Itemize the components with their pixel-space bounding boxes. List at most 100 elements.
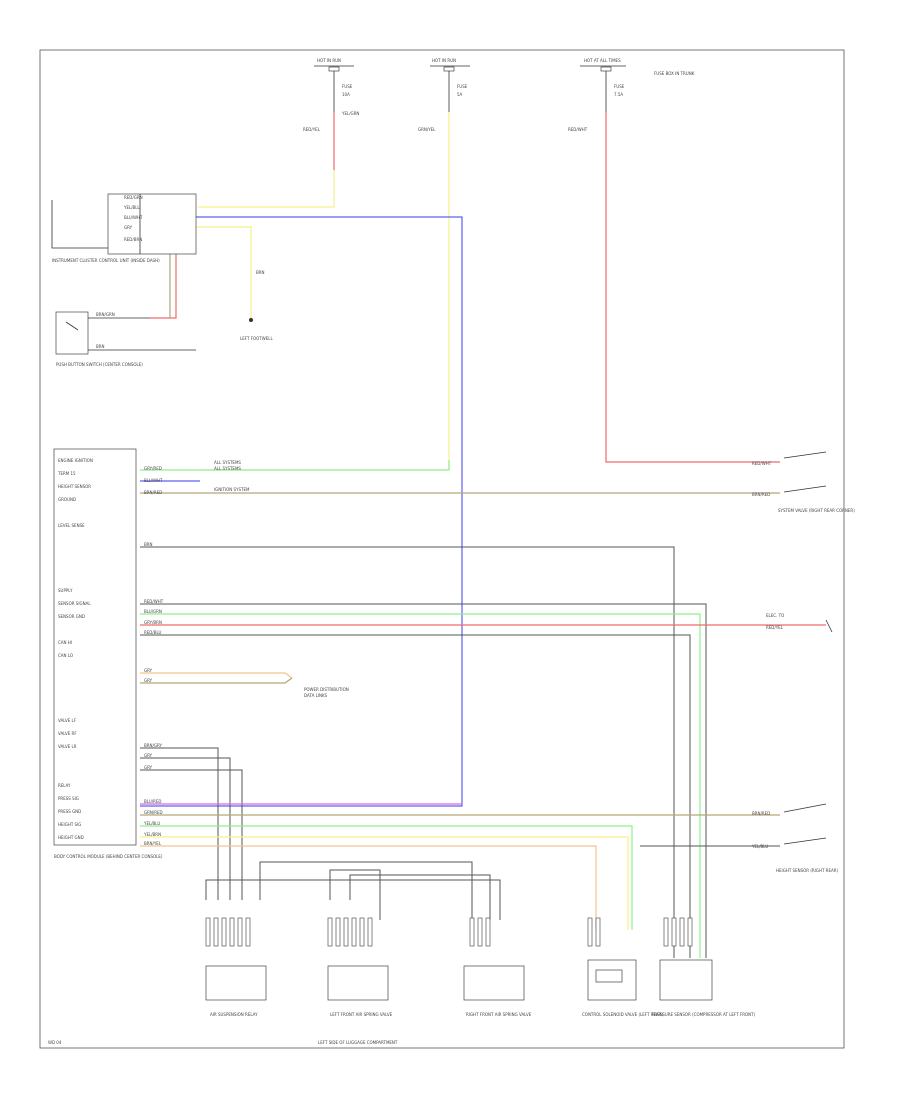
svg-text:HOT AT ALL TIMES: HOT AT ALL TIMES — [584, 58, 621, 63]
module-pin-label: VALVE RF — [58, 731, 77, 736]
right-bottom-component: BRN/RED YEL/BLU HEIGHT SENSOR (RIGHT REA… — [751, 803, 838, 873]
connector-pin — [229, 917, 235, 947]
svg-text:ELEC. TO: ELEC. TO — [766, 613, 784, 618]
wire-gray-1 — [140, 546, 675, 958]
svg-text:BLU/WHT: BLU/WHT — [144, 478, 163, 483]
wire-runs — [120, 112, 826, 958]
control-unit: RED/GRN YEL/BLU BLU/WHT GRY RED/BRN INST… — [51, 193, 197, 263]
svg-text:7.5A: 7.5A — [614, 92, 623, 97]
connector-pin — [343, 917, 349, 947]
svg-text:PRESSURE SENSOR (COMPRESSOR AT: PRESSURE SENSOR (COMPRESSOR AT LEFT FRON… — [652, 1012, 756, 1017]
control-module: ENGINE IGNITION TERM 15 HEIGHT SENSOR GROUN… — [53, 448, 164, 859]
wire-can-2 — [140, 677, 293, 684]
svg-text:GRN/RED: GRN/RED — [144, 810, 163, 815]
svg-text:YEL/BRN: YEL/BRN — [143, 832, 161, 837]
svg-text:LEFT FRONT AIR SPRING VALVE: LEFT FRONT AIR SPRING VALVE — [330, 1012, 393, 1017]
module-pin-label: CAN HI — [58, 640, 72, 645]
connector-pin — [335, 917, 341, 947]
component-lf-valve: LEFT FRONT AIR SPRING VALVE — [327, 965, 393, 1017]
ref-d: POWER DISTRIBUTION — [304, 687, 349, 692]
right-top-component: RED/WHT BRN/RED SYSTEM VALVE (RIGHT REAR… — [752, 451, 855, 513]
svg-text:YEL/BLU: YEL/BLU — [123, 205, 140, 210]
svg-text:BRN: BRN — [96, 344, 105, 349]
wire-valve-2 — [140, 757, 231, 900]
svg-text:HOT IN RUN: HOT IN RUN — [317, 58, 341, 63]
wire-relay-bundle-2 — [259, 861, 473, 920]
diagram-frame — [39, 49, 845, 1049]
wire-relay-bundle-1 — [205, 879, 501, 920]
module-pin-label: TERM 15 — [57, 471, 76, 476]
svg-text:RED/BLU: RED/BLU — [144, 630, 162, 635]
svg-text:YEL/BLU: YEL/BLU — [143, 821, 160, 826]
connector-pin — [351, 917, 357, 947]
svg-text:GRY: GRY — [144, 753, 153, 758]
svg-text:BLU/GRN: BLU/GRN — [144, 609, 162, 614]
svg-text:BLU/RED: BLU/RED — [144, 799, 161, 804]
module-pin-label: GROUND — [58, 497, 76, 502]
wire-valve-3 — [140, 769, 243, 900]
svg-text:LEFT FOOTWELL: LEFT FOOTWELL — [240, 336, 273, 341]
svg-text:YEL/BLU: YEL/BLU — [751, 844, 768, 849]
module-pin-label: PRESS SIG — [58, 796, 79, 801]
svg-text:BRN/YEL: BRN/YEL — [144, 841, 162, 846]
svg-text:INSTRUMENT CLUSTER CONTROL UNI: INSTRUMENT CLUSTER CONTROL UNIT (INSIDE … — [52, 258, 160, 263]
ground-left-footwell: BRN LEFT FOOTWELL — [240, 270, 273, 341]
svg-text:FUSE: FUSE — [457, 84, 468, 89]
connector-pin — [587, 917, 593, 947]
connector-pin — [205, 917, 211, 947]
connector-pin — [671, 917, 677, 947]
connector-pin — [221, 917, 227, 947]
wire-blue-run — [120, 216, 463, 807]
svg-text:GRY/RED: GRY/RED — [144, 466, 162, 471]
push-button-switch: BRN/GRN BRN PUSH BUTTON SWITCH (CENTER C… — [55, 311, 196, 367]
svg-text:BLU/WHT: BLU/WHT — [124, 215, 143, 220]
connector-pin — [213, 917, 219, 947]
wire-relay-bundle-4 — [349, 874, 491, 920]
module-pin-label: HEIGHT SENSOR — [58, 484, 91, 489]
svg-text:FUSE: FUSE — [614, 84, 625, 89]
module-pin-label: SENSOR SIGNAL — [58, 601, 91, 606]
svg-text:RED/GRN: RED/GRN — [124, 195, 143, 200]
fuse-3: HOT AT ALL TIMES FUSE 7.5A RED/WHT FUSE … — [568, 58, 695, 132]
component-rf-valve: RIGHT FRONT AIR SPRING VALVE — [463, 965, 532, 1017]
connector-pin — [595, 917, 601, 947]
module-pin-label: PRESS GND — [58, 809, 81, 814]
module-pin-label: SENSOR GND — [58, 614, 85, 619]
connector-pin — [245, 917, 251, 947]
right-mid-component: ELEC. TO RED/YEL — [766, 613, 833, 633]
svg-text:RED/YEL: RED/YEL — [303, 127, 321, 132]
wire-gray-3 — [140, 634, 691, 958]
wire-gray-2 — [140, 603, 707, 958]
svg-text:BRN: BRN — [144, 542, 153, 547]
svg-text:GRY: GRY — [144, 678, 153, 683]
connector-pin — [477, 917, 483, 947]
fuse-2: HOT IN RUN FUSE 5A GRN/YEL — [418, 58, 470, 132]
module-pin-label: ENGINE IGNITION — [58, 458, 93, 463]
corner-tag: WD 04 — [48, 1040, 62, 1045]
svg-text:10A: 10A — [342, 92, 350, 97]
connector-pin — [359, 917, 365, 947]
svg-text:RED/WHT: RED/WHT — [568, 127, 588, 132]
module-pin-label: SUPPLY — [58, 588, 73, 593]
svg-text:5A: 5A — [457, 92, 463, 97]
svg-text:YEL/GRN: YEL/GRN — [341, 111, 359, 116]
module-pin-labels: ENGINE IGNITION TERM 15 HEIGHT SENSOR GROUN… — [57, 458, 93, 840]
svg-text:RIGHT FRONT AIR SPRING VALVE: RIGHT FRONT AIR SPRING VALVE — [466, 1012, 532, 1017]
wire-yellow-fuse2 — [200, 112, 450, 471]
svg-text:GRY: GRY — [144, 668, 153, 673]
wire-red-fuse3 — [605, 112, 780, 463]
module-pin-label: HEIGHT SIG — [58, 822, 81, 827]
component-pressure-sensor: PRESSURE SENSOR (COMPRESSOR AT LEFT FRON… — [652, 959, 756, 1017]
svg-text:BRN/RED: BRN/RED — [752, 811, 770, 816]
ref-b: ALL SYSTEMS — [214, 466, 241, 471]
svg-text:BRN/RED: BRN/RED — [752, 492, 770, 497]
svg-text:RED/YEL: RED/YEL — [766, 625, 784, 630]
svg-text:BRN/GRN: BRN/GRN — [96, 312, 115, 317]
connector-pin — [687, 917, 693, 947]
svg-text:HOT IN RUN: HOT IN RUN — [432, 58, 456, 63]
module-pin-label: VALVE LF — [58, 718, 77, 723]
module-pin-label: HEIGHT GND — [58, 835, 84, 840]
module-pin-label: LEVEL SENSE — [58, 523, 85, 528]
svg-text:BRN/GRY: BRN/GRY — [144, 743, 162, 748]
connector-pin — [367, 917, 373, 947]
